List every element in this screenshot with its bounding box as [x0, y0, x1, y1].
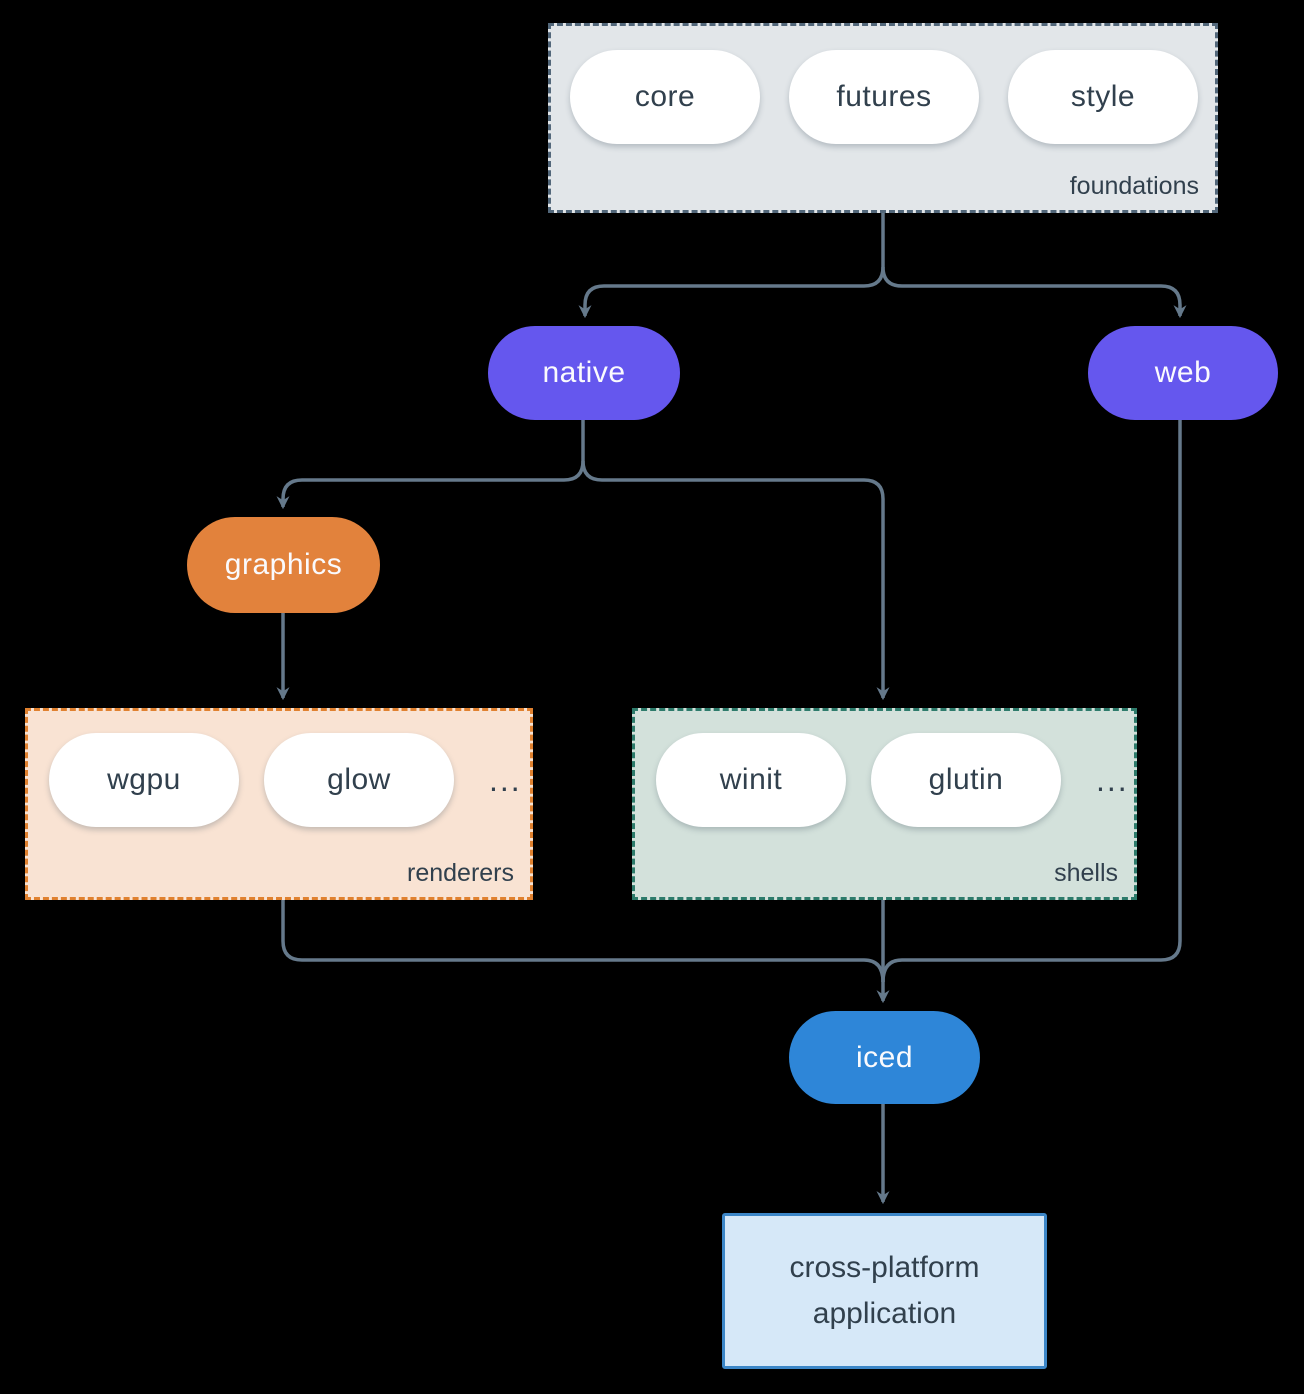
edge-renderers-to-merge [281, 900, 885, 983]
group-renderers: wgpu glow ... renderers [25, 708, 533, 900]
foundations-pill-row: core futures style [570, 50, 1198, 144]
node-wgpu-label: wgpu [107, 763, 181, 796]
node-glutin-label: glutin [928, 763, 1004, 796]
node-glow-label: glow [327, 763, 391, 796]
node-glow: glow [264, 733, 454, 827]
node-web-label: web [1154, 356, 1212, 389]
node-graphics: graphics [187, 517, 380, 613]
group-foundations: core futures style foundations [548, 23, 1218, 213]
node-web: web [1088, 326, 1278, 420]
edge-foundations-to-native [578, 266, 885, 319]
edge-foundations-to-web [881, 266, 1187, 319]
node-futures-label: futures [836, 80, 932, 113]
node-iced-label: iced [855, 1040, 914, 1074]
foundations-group-label: foundations [1069, 172, 1199, 200]
renderers-pill-row: wgpu glow ... [49, 733, 522, 827]
renderers-group-label: renderers [407, 859, 514, 887]
edge-web-to-merge [881, 420, 1182, 983]
node-native: native [488, 326, 680, 420]
group-shells: winit glutin ... shells [632, 708, 1137, 900]
node-iced: iced [789, 1011, 980, 1104]
node-core: core [570, 50, 760, 144]
shells-ellipsis: ... [1096, 761, 1129, 798]
shells-group-label: shells [1054, 859, 1118, 887]
node-glutin: glutin [871, 733, 1061, 827]
shells-pill-row: winit glutin ... [656, 733, 1129, 827]
node-winit: winit [656, 733, 846, 827]
renderers-ellipsis: ... [489, 761, 522, 798]
node-futures: futures [789, 50, 979, 144]
node-style: style [1008, 50, 1198, 144]
node-core-label: core [634, 80, 696, 113]
node-graphics-label: graphics [224, 548, 343, 581]
node-winit-label: winit [719, 763, 783, 796]
node-application-label: cross-platform application [789, 1251, 980, 1330]
node-application: cross-platform application [722, 1213, 1047, 1369]
edge-native-to-shells [581, 460, 890, 701]
node-style-label: style [1070, 80, 1136, 113]
node-wgpu: wgpu [49, 733, 239, 827]
edge-native-to-graphics [276, 460, 585, 510]
node-native-label: native [542, 356, 626, 389]
